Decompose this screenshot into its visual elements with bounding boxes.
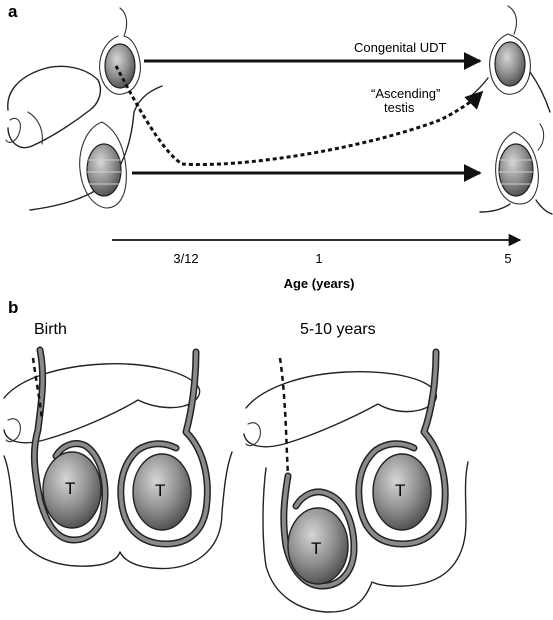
diagram-5-10-years: 5-10 years T T (243, 321, 469, 613)
panel-b: b Birth T T 5- (3, 298, 469, 613)
scrotum-outline-later (262, 461, 469, 613)
sac-left-birth (30, 346, 109, 544)
ascending-testis-arrow (114, 65, 484, 167)
sac-right-later (355, 348, 449, 548)
testis-left-birth (42, 451, 102, 529)
stage-label-5-10-years: 5-10 years (300, 321, 376, 338)
tick-label-1: 1 (315, 251, 322, 266)
sac-right-birth (117, 348, 211, 548)
panel-a-letter: a (8, 2, 18, 21)
diagram-birth: Birth T T (3, 321, 233, 570)
tick-label-3-12: 3/12 (173, 251, 198, 266)
testis-right-later (372, 453, 432, 531)
testis-label: T (395, 481, 405, 500)
panel-a: a (5, 2, 553, 291)
axis-title: Age (years) (284, 276, 355, 291)
age-axis: 3/12 1 5 Age (years) (112, 233, 522, 291)
testis-top-left-a (99, 7, 141, 95)
tick-label-5: 5 (504, 251, 511, 266)
testis-right-birth (132, 453, 192, 531)
testis-lower-right-a (479, 123, 553, 215)
testis-top-right-a (467, 5, 551, 113)
stage-label-birth: Birth (34, 321, 67, 338)
dashed-path-birth (31, 357, 44, 421)
dashed-path-later (278, 357, 290, 477)
scrotum-outline-left-a (29, 85, 163, 211)
scrotum-outline-birth (3, 451, 233, 570)
testis-lower-left-a (79, 121, 127, 209)
label-congenital-udt: Congenital UDT (354, 40, 447, 55)
penis-outline-a (5, 65, 102, 149)
testis-label: T (65, 479, 75, 498)
label-ascending: “Ascending” (371, 86, 440, 101)
testis-label: T (311, 539, 321, 558)
panel-b-letter: b (8, 298, 18, 317)
sac-left-later (280, 472, 358, 590)
testis-label: T (155, 481, 165, 500)
testis-left-later (287, 507, 349, 585)
label-testis: testis (384, 100, 415, 115)
